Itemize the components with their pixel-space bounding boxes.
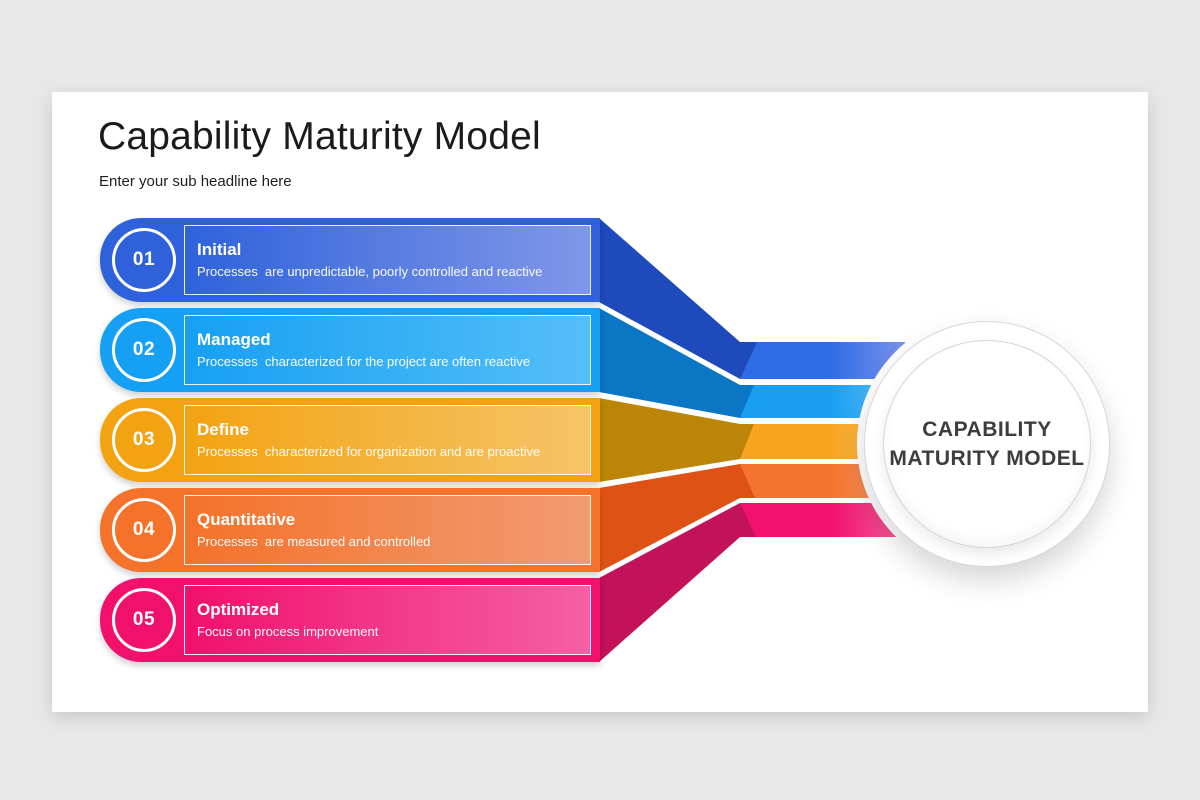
level-number: 03 [132,429,156,450]
level-bar-initial: 01 Initial Processes are unpredictable, … [100,218,600,302]
level-bar-define: 03 Define Processes characterized for or… [100,398,600,482]
level-title: Initial [197,240,242,259]
level-bar-optimized: 05 Optimized Focus on process improvemen… [100,578,600,662]
hub-label-line1: CAPABILITY [922,418,1052,441]
funnel-shape-3 [599,398,740,482]
level-inner-panel [184,225,591,295]
level-number-badge: 05 [112,588,176,652]
level-bar-managed: 02 Managed Processes characterized for t… [100,308,600,392]
fold-wedge-3 [740,424,754,459]
level-number-badge: 04 [112,498,176,562]
funnel-shape-1 [599,218,740,379]
fold-wedge-2 [740,385,754,418]
level-inner-panel [184,495,591,565]
level-title: Managed [197,330,271,349]
level-number-badge: 02 [112,318,176,382]
level-inner-panel [184,585,591,655]
level-number: 04 [132,519,156,540]
slide-card: Capability Maturity Model Enter your sub… [52,92,1148,712]
level-inner-panel [184,405,591,475]
level-description: Focus on process improvement [197,624,379,639]
level-title: Optimized [197,600,280,619]
fold-wedge-1 [740,342,757,379]
funnel-shape-2 [599,308,740,418]
funnel-shape-4 [599,464,740,572]
level-number-badge: 01 [112,228,176,292]
fold-wedge-4 [740,464,755,498]
funnel-shape-5 [599,503,740,662]
hub-label-line2: MATURITY MODEL [889,447,1085,470]
level-number-badge: 03 [112,408,176,472]
level-number: 02 [132,339,156,360]
fold-wedge-5 [740,503,756,537]
level-description: Processes characterized for the project … [197,354,531,369]
level-description: Processes are unpredictable, poorly cont… [197,264,543,279]
level-number: 01 [132,249,156,270]
page-subtitle: Enter your sub headline here [99,173,292,190]
level-inner-panel [184,315,591,385]
level-bar-quantitative: 04 Quantitative Processes are measured a… [100,488,600,572]
level-description: Processes are measured and controlled [197,534,431,549]
level-title: Quantitative [197,510,296,529]
level-title: Define [197,420,249,439]
level-number: 05 [132,609,156,630]
level-description: Processes characterized for organization… [197,444,541,459]
hub-circle: CAPABILITY MATURITY MODEL [883,340,1091,548]
page-title: Capability Maturity Model [98,115,541,158]
